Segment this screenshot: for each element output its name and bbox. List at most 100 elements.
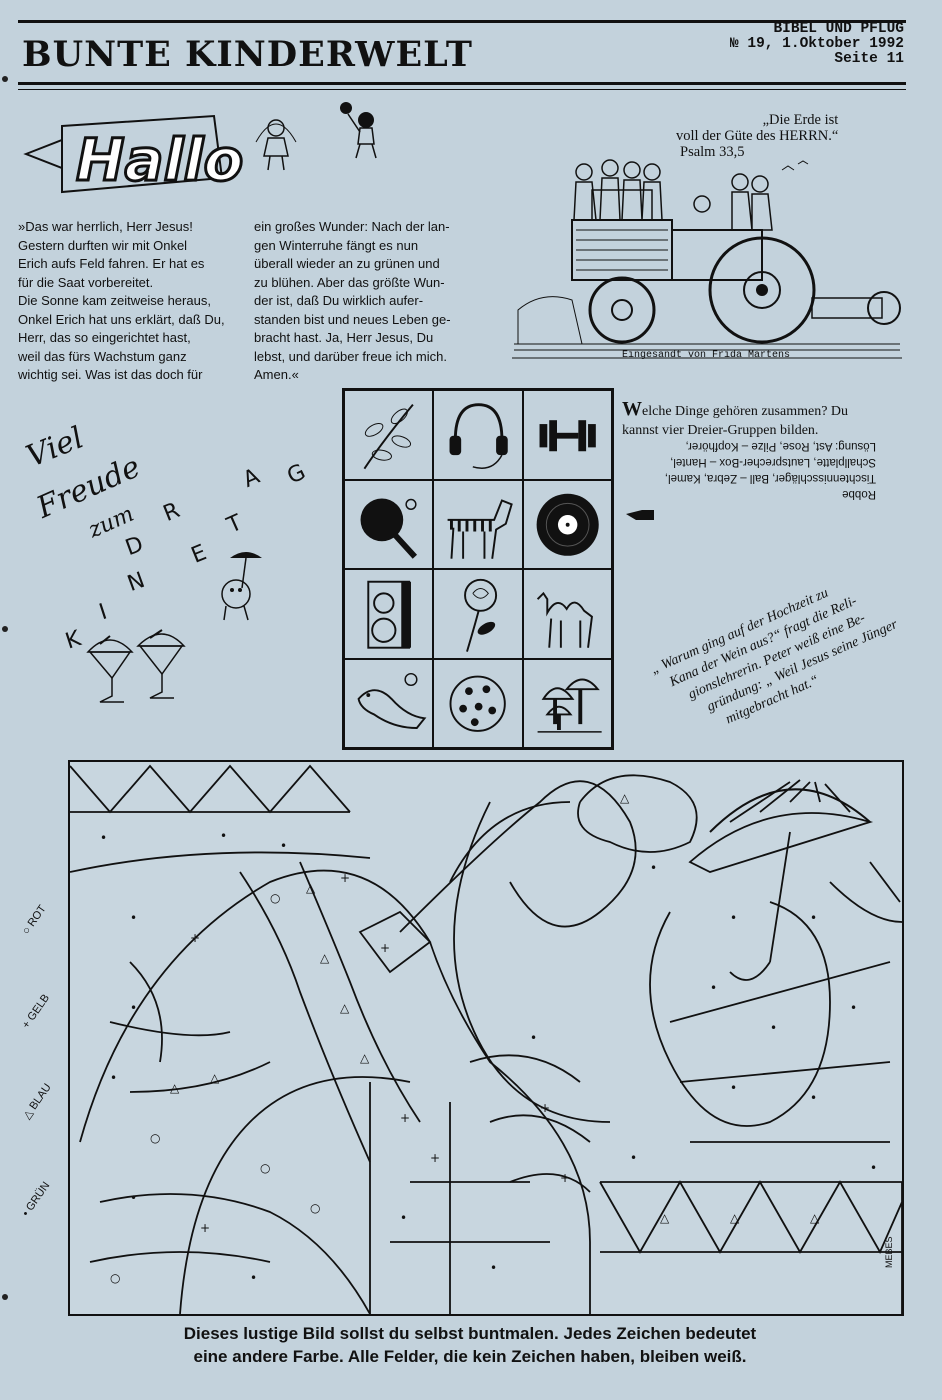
legend-label: ROT	[25, 903, 49, 929]
masthead-title: BUNTE KINDERWELT	[22, 34, 473, 75]
coloring-symbol-circle: ○	[270, 891, 280, 905]
speaker-icon	[344, 569, 434, 659]
coloring-symbol-plus: +	[200, 1221, 210, 1235]
story-line: wichtig sei. Was ist das doch für	[18, 367, 203, 382]
coloring-symbol-triangle: △	[660, 1211, 670, 1225]
branch-icon	[344, 390, 434, 480]
coloring-symbol-triangle: △	[360, 1051, 370, 1065]
kindertag-letter: N	[124, 567, 149, 598]
coloring-symbol-dot: •	[810, 1091, 817, 1105]
table-tennis-icon	[344, 479, 434, 569]
kindertag-letter: T	[223, 510, 246, 539]
coloring-symbol-circle: ○	[310, 1201, 320, 1215]
elephant-coloring-illustration: • • • • + ○ △ + + △ △ △ + + • • △ △ ○ ○	[70, 764, 902, 1314]
story-line: lebst, und darüber freue ich mich.	[254, 348, 447, 364]
coloring-symbol-dot: •	[770, 1021, 777, 1035]
coloring-symbol-dot: •	[850, 1001, 857, 1015]
record-icon	[522, 479, 612, 569]
legend-blau: △ BLAU	[20, 1081, 54, 1122]
hallo-logo-text: Hallo	[76, 126, 243, 194]
coloring-symbol-dot: •	[710, 981, 717, 995]
coloring-symbol-dot: •	[650, 861, 657, 875]
story-line: weil das fürs Wachstum ganz	[18, 348, 187, 364]
coloring-symbol-plus: +	[540, 1101, 550, 1115]
kids-jumping-rope-icon	[255, 119, 297, 171]
camel-icon	[522, 569, 612, 659]
story-line: bracht hast. Ja, Herr Jesus, Du	[254, 330, 434, 345]
coloring-symbol-triangle: △	[306, 881, 316, 895]
coloring-symbol-plus: +	[400, 1111, 410, 1125]
ball-icon	[433, 658, 523, 748]
coloring-symbol-dot: •	[130, 1191, 137, 1205]
dumbbell-icon	[522, 390, 612, 480]
coloring-symbol-dot: •	[730, 1081, 737, 1095]
coloring-symbol-circle: ○	[110, 1271, 120, 1285]
coloring-caption: Dieses lustige Bild sollst du selbst bun…	[80, 1322, 860, 1368]
masthead-top-rule	[18, 20, 906, 23]
coloring-symbol-plus: +	[190, 931, 200, 945]
coloring-symbol-dot: •	[400, 1211, 407, 1225]
pointing-hand-icon	[626, 510, 654, 520]
coloring-symbol-circle: ○	[260, 1161, 270, 1175]
hallo-text-left: »Das war herrlich, Herr Jesus! Gestern d…	[18, 218, 225, 385]
headphones-icon	[433, 390, 523, 480]
coloring-symbol-dot: •	[130, 911, 137, 925]
story-line: Die Sonne kam zeitweise heraus,	[18, 293, 211, 308]
story-line: der ist, daß Du wirklich aufer-	[254, 293, 424, 308]
caption-line: eine andere Farbe. Alle Felder, die kein…	[193, 1347, 747, 1366]
seal-icon	[344, 658, 434, 748]
coloring-symbol-dot: •	[100, 831, 107, 845]
mushrooms-icon	[522, 658, 612, 748]
coloring-symbol-triangle: △	[730, 1211, 740, 1225]
solution-line: Tischtennisschläger, Ball – Zebra, Kamel…	[664, 472, 876, 484]
solution-line: Robbe	[842, 488, 876, 500]
story-line: für die Saat vorbereitet.	[18, 274, 154, 290]
masthead-bottom-rule	[18, 82, 906, 85]
story-line: standen bist und neues Leben ge-	[254, 311, 451, 327]
coloring-symbol-triangle: △	[170, 1081, 180, 1095]
coloring-symbol-dot: •	[810, 911, 817, 925]
coloring-symbol-plus: +	[340, 871, 350, 885]
coloring-symbol-triangle: △	[810, 1211, 820, 1225]
rose-icon	[433, 569, 523, 659]
tractor-credit: Eingesandt von Frida Martens	[622, 350, 791, 361]
publication-name: BIBEL UND PFLUG	[773, 21, 904, 37]
zebra-icon	[433, 479, 523, 569]
coloring-symbol-dot: •	[130, 1001, 137, 1015]
legend-rot: ○ ROT	[20, 903, 49, 937]
hallo-text-right: ein großes Wunder: Nach der lan- gen Win…	[254, 218, 451, 385]
character-with-umbrella-icon	[221, 552, 262, 621]
religion-joke: „ Warum ging auf der Hochzeit zu Kana de…	[648, 564, 906, 748]
caption-line: Dieses lustige Bild sollst du selbst bun…	[183, 1324, 757, 1343]
story-line: Erich aufs Feld fahren. Er hat es	[18, 256, 205, 271]
bible-quote: „Die Erde ist voll der Güte des HERRN.“ …	[676, 112, 838, 160]
punch-hole	[2, 626, 8, 632]
story-line: ein großes Wunder: Nach der lan-	[254, 219, 450, 234]
masthead-bottom-rule-thin	[18, 89, 906, 90]
kindertag-letter: D	[122, 531, 147, 562]
coloring-symbol-triangle: △	[340, 1001, 350, 1015]
legend-gelb: + GELB	[20, 992, 53, 1031]
page-number: Seite 11	[834, 51, 904, 67]
coloring-symbol-dot: •	[870, 1161, 877, 1175]
legend-label: GRÜN	[23, 1179, 53, 1214]
coloring-symbol-plus: +	[380, 941, 390, 955]
kindertag-letter: R	[159, 498, 184, 527]
puzzle-question-initial: W	[622, 398, 642, 420]
solution-line: Schallplatte, Lautsprecher-Box – Hantel,	[670, 456, 876, 468]
legend-gruen: • GRÜN	[20, 1179, 53, 1219]
quote-line: Psalm 33,5	[680, 144, 745, 160]
coloring-symbol-circle: ○	[150, 1131, 160, 1145]
coloring-symbol-dot: •	[250, 1271, 257, 1285]
coloring-symbol-dot: •	[220, 829, 227, 843]
legend-label: GELB	[25, 992, 53, 1024]
legend-label: BLAU	[27, 1081, 54, 1113]
story-line: »Das war herrlich, Herr Jesus!	[18, 219, 193, 234]
artist-signature: MEBES	[884, 1236, 894, 1268]
punch-hole	[2, 76, 8, 82]
quote-line: voll der Güte des HERRN.“	[676, 128, 839, 144]
coloring-symbol-dot: •	[110, 1071, 117, 1085]
story-line: gen Winterruhe fängt es nun	[254, 237, 419, 253]
kid-playing-ball-icon	[340, 102, 377, 159]
